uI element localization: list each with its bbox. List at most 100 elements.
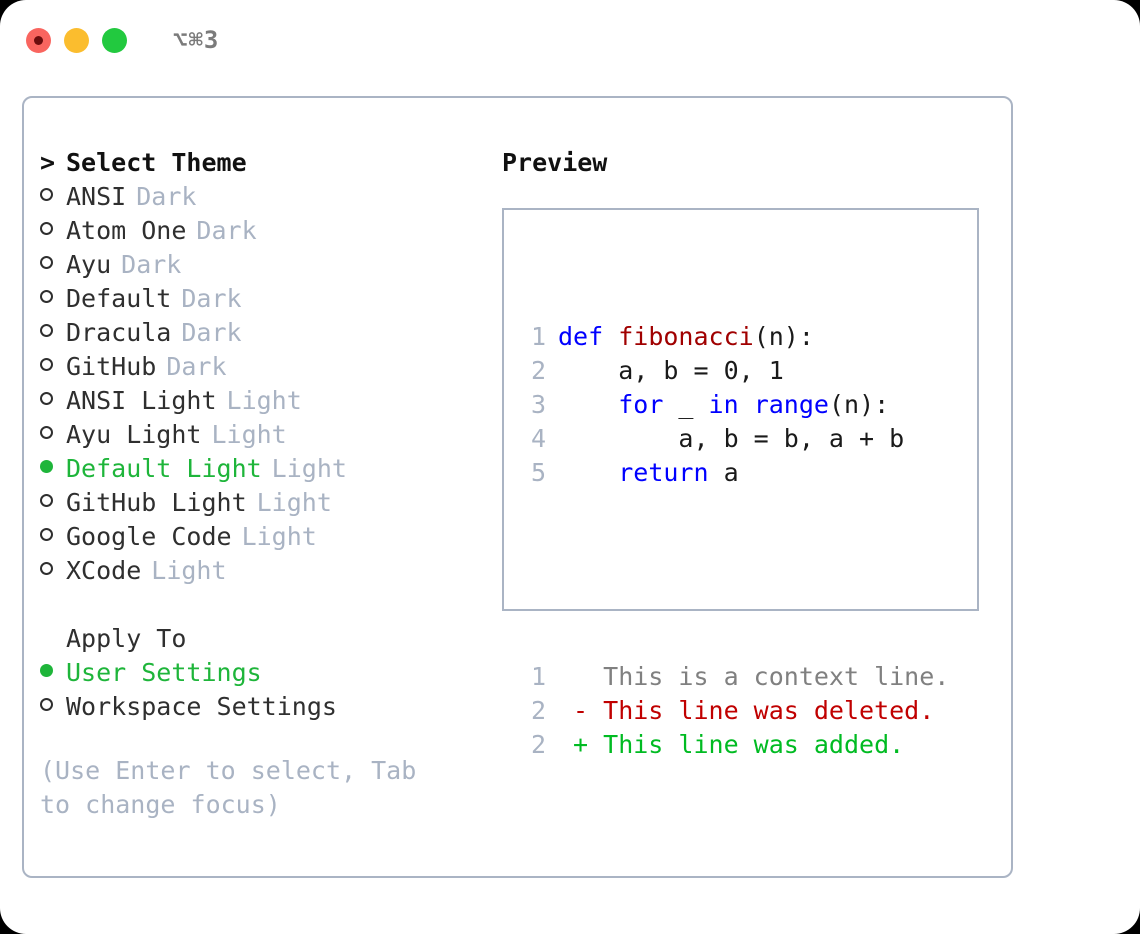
theme-list-item[interactable]: XCode Light (40, 554, 490, 588)
theme-name-label: Atom One (66, 216, 187, 245)
code-token-plain: (n): (753, 322, 814, 351)
code-token-kw: return (618, 458, 709, 487)
window-titlebar: ⌥⌘3 (0, 0, 1140, 80)
radio-bullet (40, 324, 53, 337)
theme-mode-tag: Dark (181, 318, 242, 347)
radio-unselected-icon (40, 418, 66, 452)
code-line: 1 def fibonacci(n): (518, 320, 949, 354)
theme-mode-tag: Dark (196, 216, 257, 245)
theme-list-item[interactable]: ANSI Dark (40, 180, 490, 214)
theme-mode-tag: Light (151, 556, 227, 585)
keyboard-shortcut-label: ⌥⌘3 (173, 26, 220, 54)
theme-name-label: Google Code (66, 522, 232, 551)
close-button[interactable] (26, 27, 51, 53)
diff-line: 2 + This line was added. (518, 728, 949, 762)
diff-line-content: - This line was deleted. (558, 696, 935, 725)
diff-line-content: This is a context line. (558, 662, 950, 691)
theme-mode-tag: Dark (136, 182, 197, 211)
apply-to-option[interactable]: Workspace Settings (40, 690, 490, 724)
radio-bullet (40, 460, 53, 473)
line-number: 1 (530, 322, 546, 351)
line-number: 1 (530, 662, 546, 691)
radio-selected-icon (40, 452, 66, 486)
diff-lines: 1 This is a context line.2 - This line w… (518, 660, 949, 762)
radio-bullet (40, 528, 53, 541)
theme-name-label: GitHub (66, 352, 157, 381)
apply-to-option[interactable]: User Settings (40, 656, 490, 690)
theme-list-item[interactable]: Atom One Dark (40, 214, 490, 248)
theme-name-label: Ayu Light (66, 420, 202, 449)
theme-mode-tag: Dark (181, 284, 242, 313)
code-token-plain (558, 390, 618, 419)
code-token-plain (558, 458, 618, 487)
radio-unselected-icon (40, 690, 66, 724)
code-token-kw: for (618, 390, 664, 419)
theme-name-label: Default Light (66, 454, 262, 483)
theme-list-item[interactable]: Google Code Light (40, 520, 490, 554)
theme-name-label: Ayu (66, 250, 112, 279)
radio-bullet (40, 698, 53, 711)
preview-heading: Preview (502, 148, 608, 177)
apply-to-heading-label: Apply To (66, 624, 187, 653)
radio-unselected-icon (40, 214, 66, 248)
apply-to-option-label: User Settings (66, 658, 262, 687)
theme-name-label: Default (66, 284, 172, 313)
radio-bullet (40, 358, 53, 371)
apply-to-heading: Apply To (40, 622, 490, 656)
theme-list-item[interactable]: Ayu Light Light (40, 418, 490, 452)
keyboard-hint-text: (Use Enter to select, Tab to change focu… (40, 756, 432, 819)
line-number: 4 (530, 424, 546, 453)
code-line: 5 return a (518, 456, 949, 490)
select-theme-heading: > Select Theme (40, 146, 490, 180)
window-controls (26, 27, 127, 53)
maximize-button[interactable] (102, 27, 127, 53)
theme-list-item[interactable]: Ayu Dark (40, 248, 490, 282)
theme-list-item[interactable]: Default Dark (40, 282, 490, 316)
line-number: 2 (530, 356, 546, 385)
radio-bullet (40, 562, 53, 575)
code-line-content: for _ in range(n): (558, 388, 889, 422)
minimize-button[interactable] (64, 27, 89, 53)
theme-mode-tag: Dark (121, 250, 182, 279)
radio-bullet (40, 222, 53, 235)
code-token-plain: _ (663, 390, 709, 419)
code-token-plain: a, b = b, a + b (558, 424, 905, 453)
theme-name-label: ANSI Light (66, 386, 217, 415)
radio-unselected-icon (40, 316, 66, 350)
theme-list-item[interactable]: GitHub Dark (40, 350, 490, 384)
code-line: 3 for _ in range(n): (518, 388, 949, 422)
code-line: 4 a, b = b, a + b (518, 422, 949, 456)
radio-unselected-icon (40, 350, 66, 384)
theme-mode-tag: Light (241, 522, 317, 551)
code-token-plain: a (708, 458, 739, 487)
line-number: 2 (530, 730, 546, 759)
radio-unselected-icon (40, 520, 66, 554)
radio-unselected-icon (40, 282, 66, 316)
theme-mode-tag: Dark (166, 352, 227, 381)
select-theme-heading-label: Select Theme (66, 148, 247, 177)
radio-bullet (40, 494, 53, 507)
theme-name-label: XCode (66, 556, 142, 585)
theme-name-label: ANSI (66, 182, 127, 211)
diff-line-content: + This line was added. (558, 730, 905, 759)
radio-bullet (40, 426, 53, 439)
radio-unselected-icon (40, 486, 66, 520)
line-number: 5 (530, 458, 546, 487)
theme-mode-tag: Light (226, 386, 302, 415)
diff-line: 1 This is a context line. (518, 660, 949, 694)
section-spacer (40, 588, 490, 622)
theme-mode-tag: Light (211, 420, 287, 449)
line-number: 2 (530, 696, 546, 725)
radio-bullet (40, 664, 53, 677)
theme-list-item[interactable]: ANSI Light Light (40, 384, 490, 418)
code-line-content: def fibonacci(n): (558, 320, 814, 354)
